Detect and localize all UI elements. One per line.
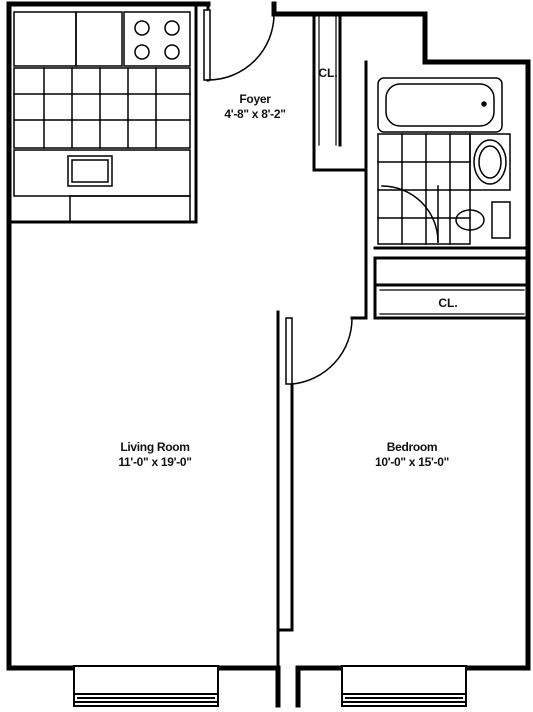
foyer-dimensions: 4'-8" x 8'-2"	[224, 107, 286, 121]
toilet-icon	[491, 201, 511, 239]
foyer-closet-label: CL.	[318, 66, 338, 80]
living-room-dimensions: 11'-0" x 19'-0"	[118, 455, 192, 469]
foyer-closet	[318, 13, 337, 146]
bathtub-icon	[377, 77, 503, 133]
living-room-name: Living Room	[120, 440, 190, 454]
kitchen	[13, 11, 191, 223]
bedroom-door-swing	[285, 317, 353, 385]
bedroom-window	[341, 665, 467, 707]
sink-icon	[67, 155, 113, 187]
bathroom	[377, 77, 511, 245]
bedroom-name: Bedroom	[386, 440, 438, 454]
living-room-label: Living Room 11'-0" x 19'-0"	[118, 440, 192, 470]
bathroom-sink-icon	[473, 139, 507, 185]
stove-icon	[123, 11, 191, 67]
bedroom-label: Bedroom 10'-0" x 15'-0"	[375, 440, 449, 470]
bedroom-dimensions: 10'-0" x 15'-0"	[375, 455, 449, 469]
foyer-label: Foyer 4'-8" x 8'-2"	[224, 92, 286, 122]
living-room-window	[73, 665, 219, 707]
entry-door-swing	[203, 9, 275, 81]
bedroom-closet-label: CL.	[438, 296, 458, 310]
foyer-name: Foyer	[239, 92, 271, 106]
bedroom-closet	[379, 289, 525, 315]
